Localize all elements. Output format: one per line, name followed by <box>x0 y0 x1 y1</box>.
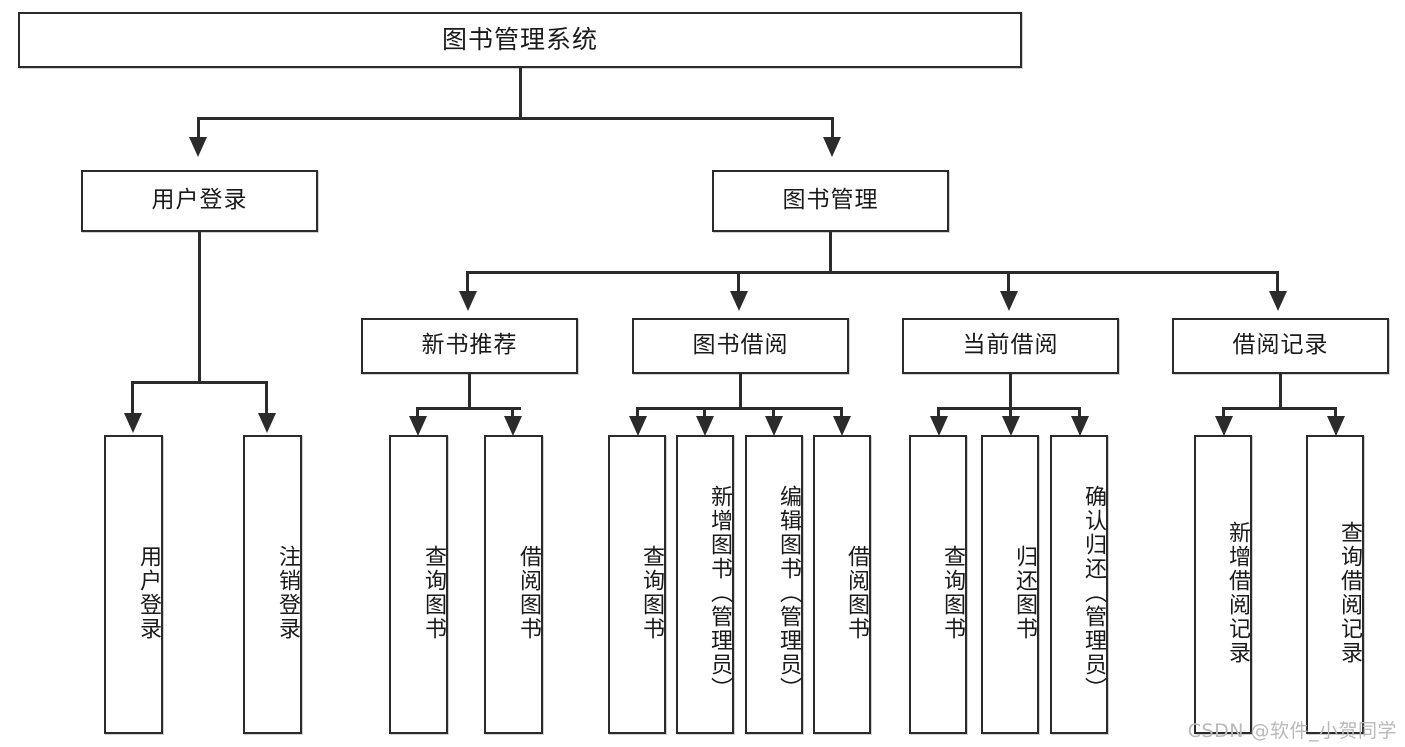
connector-level3-drop-4 <box>1276 271 1279 293</box>
node-label: 借阅记录 <box>1232 332 1329 359</box>
connector-root-bus <box>197 117 834 120</box>
arrow-new-book-leaf-1 <box>409 416 427 436</box>
node-label: 编辑图书（管理员） <box>776 484 801 701</box>
connector-current-borrow-drop-2 <box>1009 407 1012 419</box>
connector-new-book-drop-1 <box>416 407 419 419</box>
node-label: 查询图书 <box>421 544 446 641</box>
connector-user-login-stem <box>198 232 201 382</box>
arrow-to-borrow-record <box>1269 291 1287 311</box>
node-user-login[interactable]: 用户登录 <box>81 170 318 232</box>
leaf-query-book-recommend[interactable]: 查询图书 <box>389 435 448 734</box>
connector-current-borrow-drop-1 <box>937 407 940 419</box>
leaf-edit-book-admin[interactable]: 编辑图书（管理员） <box>745 435 803 734</box>
arrow-new-book-leaf-2 <box>504 416 522 436</box>
connector-borrow-record-stem <box>1279 374 1282 408</box>
connector-new-book-bus <box>416 407 521 410</box>
node-label: 新增图书（管理员） <box>707 484 732 701</box>
arrow-to-leaf-logout <box>258 413 276 433</box>
arrow-to-current-borrow <box>1000 291 1018 311</box>
arrow-to-book-borrow <box>730 291 748 311</box>
leaf-query-book-current[interactable]: 查询图书 <box>909 435 967 734</box>
node-root-book-management-system[interactable]: 图书管理系统 <box>18 12 1022 68</box>
node-label: 图书借阅 <box>692 332 789 359</box>
leaf-borrow-book-recommend[interactable]: 借阅图书 <box>484 435 543 734</box>
node-current-borrow[interactable]: 当前借阅 <box>902 318 1119 374</box>
connector-book-borrow-drop-4 <box>840 407 843 419</box>
arrow-borrow-record-leaf-2 <box>1327 416 1345 436</box>
connector-level3-bus <box>466 271 1278 274</box>
arrow-to-user-login <box>189 137 207 157</box>
connector-root-stem <box>519 68 522 118</box>
node-label: 用户登录 <box>151 187 248 214</box>
connector-book-borrow-bus <box>636 407 843 410</box>
connector-book-borrow-drop-2 <box>703 407 706 419</box>
node-book-management[interactable]: 图书管理 <box>712 170 949 232</box>
arrow-current-borrow-leaf-3 <box>1071 416 1089 436</box>
connector-level3-drop-3 <box>1007 271 1010 293</box>
node-label: 注销登录 <box>275 544 300 641</box>
node-label: 当前借阅 <box>962 332 1059 359</box>
node-label: 查询图书 <box>639 544 664 641</box>
node-label: 归还图书 <box>1012 544 1037 641</box>
connector-borrow-record-drop-1 <box>1222 407 1225 419</box>
arrow-to-book-management <box>823 137 841 157</box>
connector-user-login-bus-left-drop <box>131 381 134 414</box>
connector-user-login-bus <box>131 381 268 384</box>
connector-current-borrow-stem <box>1009 374 1012 408</box>
arrow-to-new-book-recommend <box>459 291 477 311</box>
arrow-book-borrow-leaf-1 <box>629 416 647 436</box>
node-label: 确认归还（管理员） <box>1081 484 1106 701</box>
watermark: CSDN @软件_小贺同学 <box>1187 720 1397 742</box>
connector-book-borrow-drop-1 <box>636 407 639 419</box>
node-label: 图书管理系统 <box>441 25 598 55</box>
leaf-add-borrow-record[interactable]: 新增借阅记录 <box>1194 435 1252 734</box>
connector-current-borrow-drop-3 <box>1078 407 1081 419</box>
leaf-confirm-return-admin[interactable]: 确认归还（管理员） <box>1050 435 1108 734</box>
leaf-add-book-admin[interactable]: 新增图书（管理员） <box>676 435 734 734</box>
connector-borrow-record-bus <box>1222 407 1337 410</box>
arrow-current-borrow-leaf-2 <box>1002 416 1020 436</box>
node-borrow-record[interactable]: 借阅记录 <box>1172 318 1389 374</box>
connector-root-bus-left-drop <box>197 117 200 139</box>
node-label: 新书推荐 <box>421 332 518 359</box>
node-book-borrow[interactable]: 图书借阅 <box>632 318 849 374</box>
leaf-query-book-borrow[interactable]: 查询图书 <box>608 435 666 734</box>
arrow-book-borrow-leaf-2 <box>696 416 714 436</box>
arrow-to-leaf-user-login <box>124 413 142 433</box>
arrow-borrow-record-leaf-1 <box>1215 416 1233 436</box>
arrow-book-borrow-leaf-3 <box>765 416 783 436</box>
node-new-book-recommend[interactable]: 新书推荐 <box>361 318 578 374</box>
node-label: 查询图书 <box>940 544 965 641</box>
connector-level3-drop-2 <box>737 271 740 293</box>
node-label: 图书管理 <box>782 187 879 214</box>
connector-new-book-drop-2 <box>511 407 514 419</box>
leaf-borrow-book[interactable]: 借阅图书 <box>813 435 871 734</box>
node-label: 查询借阅记录 <box>1337 520 1362 665</box>
arrow-book-borrow-leaf-4 <box>833 416 851 436</box>
connector-book-borrow-stem <box>739 374 742 408</box>
node-label: 借阅图书 <box>844 544 869 641</box>
connector-borrow-record-drop-2 <box>1334 407 1337 419</box>
connector-level3-drop-1 <box>466 271 469 293</box>
connector-user-login-bus-right-drop <box>265 381 268 414</box>
node-label: 借阅图书 <box>516 544 541 641</box>
leaf-return-book[interactable]: 归还图书 <box>981 435 1039 734</box>
leaf-logout[interactable]: 注销登录 <box>243 435 302 734</box>
connector-new-book-stem <box>468 374 471 408</box>
node-label: 用户登录 <box>136 544 161 641</box>
leaf-user-login[interactable]: 用户登录 <box>104 435 163 734</box>
connector-book-management-stem <box>829 232 832 272</box>
connector-book-borrow-drop-3 <box>772 407 775 419</box>
arrow-current-borrow-leaf-1 <box>930 416 948 436</box>
node-label: 新增借阅记录 <box>1225 520 1250 665</box>
connector-root-bus-right-drop <box>831 117 834 139</box>
leaf-query-borrow-record[interactable]: 查询借阅记录 <box>1306 435 1364 734</box>
